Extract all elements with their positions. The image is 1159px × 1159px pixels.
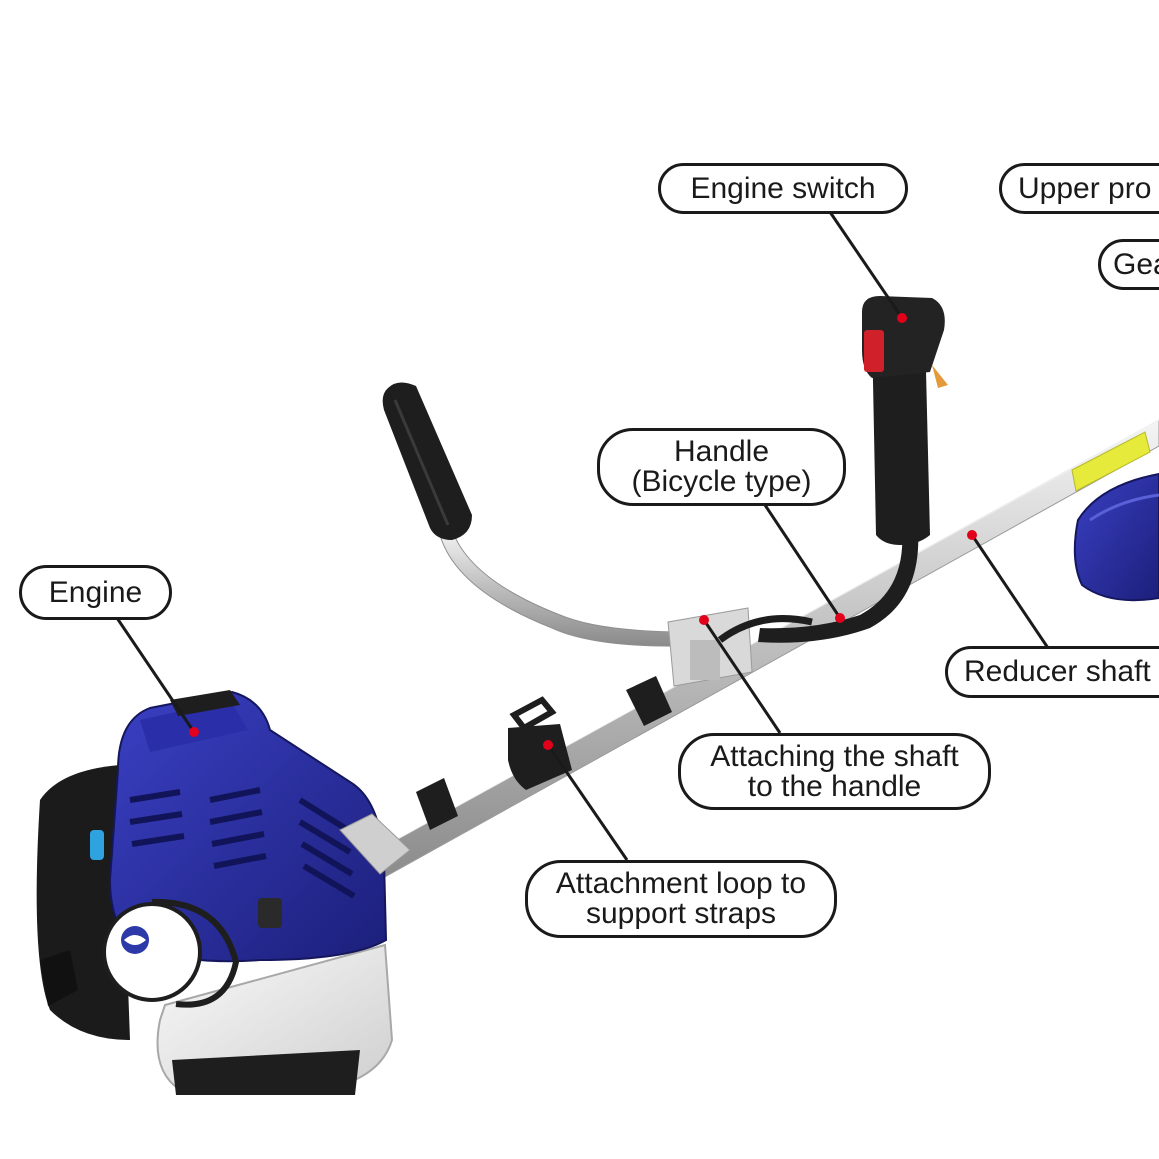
marker-reducer-shaft (967, 530, 977, 540)
label-engine-switch: Engine switch (658, 163, 908, 214)
label-engine-switch-text: Engine switch (690, 171, 876, 205)
leader-lines (115, 211, 1050, 861)
engine-body (36, 690, 411, 1095)
label-engine: Engine (19, 565, 172, 620)
label-attachment-loop: Attachment loop to support straps (525, 860, 837, 938)
label-upper-protection-text: Upper pro (1018, 171, 1152, 205)
label-handle: Handle (Bicycle type) (597, 428, 846, 506)
marker-attachment-loop (543, 740, 553, 750)
marker-attaching-shaft (699, 615, 709, 625)
label-attachment-loop-line1: Attachment loop to (555, 867, 807, 900)
shaft-collars (416, 676, 672, 830)
leader-reducer-shaft (970, 534, 1050, 649)
right-handle (758, 296, 948, 643)
leader-engine (115, 617, 196, 733)
label-engine-text: Engine (48, 575, 143, 609)
label-handle-line2: (Bicycle type) (631, 465, 812, 498)
marker-engine-switch (897, 313, 907, 323)
label-upper-protection: Upper pro (999, 163, 1159, 214)
label-reducer-shaft: Reducer shaft (945, 646, 1159, 698)
label-gear-text: Gea (1113, 247, 1159, 281)
label-reducer-shaft-text: Reducer shaft (964, 655, 1151, 688)
label-gear: Gea (1098, 239, 1159, 290)
red-markers (189, 313, 977, 750)
left-handle (382, 382, 691, 647)
leader-engine-switch (828, 211, 904, 319)
label-attaching-shaft: Attaching the shaft to the handle (678, 733, 991, 810)
leader-attaching-shaft (702, 619, 782, 734)
marker-handle (835, 613, 845, 623)
marker-engine (189, 727, 199, 737)
label-handle-line1: Handle (673, 435, 770, 468)
label-attachment-loop-line2: support straps (585, 897, 777, 930)
handle-clamp (667, 607, 813, 687)
label-attaching-shaft-line1: Attaching the shaft (710, 739, 959, 773)
gear-guard (1073, 472, 1159, 602)
strap-loop (508, 696, 572, 790)
shaft-sticker (1071, 431, 1151, 492)
leader-attachment-loop (546, 744, 629, 861)
leader-handle (763, 504, 842, 619)
label-attaching-shaft-line2: to the handle (747, 769, 922, 803)
